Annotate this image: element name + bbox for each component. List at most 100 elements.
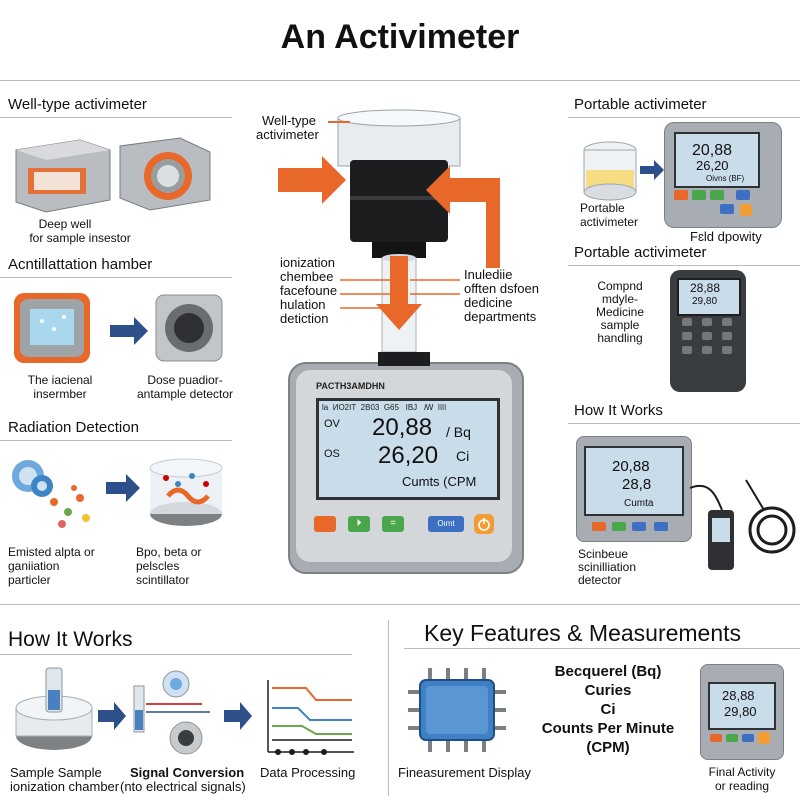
unit-cpm: Counts Per Minute <box>541 720 675 737</box>
keypad-button[interactable] <box>722 318 732 326</box>
portable-1-power-button[interactable] <box>740 204 752 216</box>
center-left-label: detiction <box>280 311 329 326</box>
divider <box>568 265 800 266</box>
caption: The iacienal <box>27 373 93 387</box>
keypad-button[interactable] <box>702 318 712 326</box>
page-title: An Activimeter <box>280 18 520 56</box>
divider <box>0 440 232 441</box>
screen-status-item: IBJ <box>405 403 418 412</box>
final-button[interactable] <box>710 734 722 742</box>
device-enter-button[interactable]: Oımt <box>428 516 464 532</box>
screen-status-item: ИO2IT <box>332 403 357 412</box>
keypad-button[interactable] <box>682 332 692 340</box>
device-connector <box>378 352 430 366</box>
divider <box>0 277 232 278</box>
center-label: Well-type <box>262 113 316 128</box>
divider <box>568 423 800 424</box>
keypad-button[interactable] <box>722 346 732 354</box>
portable-screen-1-value: 26,20 <box>696 158 729 173</box>
center-right-label: dedicine <box>464 295 513 310</box>
bottom-vertical-divider <box>388 620 389 796</box>
portable-1-button[interactable] <box>692 190 706 200</box>
step-2-label: (nto electrical signals) <box>120 779 246 794</box>
portable-screen-2-value: 28,88 <box>690 281 721 295</box>
portable-1-button[interactable] <box>710 190 724 200</box>
caption: Bpo, beta or <box>136 545 202 559</box>
screen-row2-unit: Ci <box>456 448 470 464</box>
well-type-illustration <box>15 137 211 213</box>
bottom-divider <box>0 604 800 605</box>
screen-status-item: 2B03 <box>360 403 380 412</box>
how-screen <box>584 446 684 516</box>
keypad-button[interactable] <box>682 346 692 354</box>
how-button[interactable] <box>654 522 668 531</box>
portable-screen-2 <box>677 278 741 316</box>
chamber-illustration <box>14 293 223 363</box>
device-orange-button[interactable] <box>314 516 336 532</box>
final-button[interactable] <box>742 734 754 742</box>
caption: Dose puadior- <box>147 373 223 387</box>
caption: antample detector <box>136 387 234 401</box>
device-minus-button[interactable]: = <box>382 516 404 532</box>
heading-well-type: Well-type activimeter <box>8 96 147 113</box>
caption: insermber <box>33 387 87 401</box>
portable-screen-1-value: 20,88 <box>692 142 733 159</box>
device-play-button[interactable]: ⏵ <box>348 516 370 532</box>
step-2-label: Signal Conversion <box>130 765 245 780</box>
keypad-button[interactable] <box>682 318 692 326</box>
device-power-button[interactable] <box>474 514 494 534</box>
final-screen-value: 28,88 <box>722 688 755 703</box>
measurement-units: Becquerel (Bq) Curies Ci Counts Per Minu… <box>528 662 688 757</box>
how-button[interactable] <box>632 522 646 531</box>
center-left-label: ionization <box>280 255 335 270</box>
heading-how-it-works-right: How It Works <box>574 402 663 419</box>
portable-1-button[interactable] <box>736 190 750 200</box>
heading-portable-2: Portable activimeter <box>574 244 707 261</box>
caption: Portable <box>580 201 625 215</box>
device-screen <box>316 398 500 500</box>
chip-icon <box>408 668 506 752</box>
caption: scintillator <box>136 573 190 587</box>
caption: particler <box>8 573 51 587</box>
portable-1-button[interactable] <box>720 204 734 214</box>
keypad-button[interactable] <box>702 332 712 340</box>
unit-cpm-abbr: (CPM) <box>586 739 630 756</box>
radiation-illustration <box>12 458 223 528</box>
final-power-button[interactable] <box>758 732 770 744</box>
keypad-button[interactable] <box>702 346 712 354</box>
how-screen-line: Cumta <box>624 498 654 509</box>
caption: Emisted alpta or <box>8 545 95 559</box>
screen-row2-value: 26,20 <box>378 442 439 469</box>
caption: Medicine <box>595 305 645 319</box>
center-left-label: hulation <box>280 297 326 312</box>
keypad-button[interactable] <box>722 332 732 340</box>
unit-ci: Ci <box>600 701 616 718</box>
divider <box>0 654 352 655</box>
how-screen-value: 20,88 <box>612 458 650 475</box>
center-right-label: offten dsfoen <box>464 281 539 296</box>
caption: sample <box>600 318 640 332</box>
heading-how-it-works: How It Works <box>8 628 133 651</box>
screen-status-item: ꟿ <box>423 403 434 412</box>
portable-1-button[interactable] <box>674 190 688 200</box>
heading-key-features: Key Features & Measurements <box>424 620 742 646</box>
portable-screen-2-value: 29,80 <box>692 296 718 307</box>
final-screen-value: 29,80 <box>724 704 757 719</box>
divider <box>568 117 800 118</box>
how-button[interactable] <box>612 522 626 531</box>
step-1-label: ionization chamber <box>10 779 120 794</box>
center-left-label: chembee <box>280 269 334 284</box>
screen-status-item: ǀǀǀǀ <box>437 403 447 412</box>
caption-display: Fineasurement Display <box>398 765 531 780</box>
screen-status-item: G65 <box>383 403 399 412</box>
caption: for sample insestor <box>29 231 131 245</box>
final-button[interactable] <box>726 734 738 742</box>
caption: Scinbeue <box>578 547 629 561</box>
caption: Compnd <box>597 279 643 293</box>
screen-row1-unit: / Bq <box>446 424 471 440</box>
caption-final: or reading <box>714 779 770 793</box>
power-icon <box>478 518 490 531</box>
portable-sample-illustration <box>583 141 664 201</box>
caption: detector <box>578 573 622 587</box>
how-button[interactable] <box>592 522 606 531</box>
